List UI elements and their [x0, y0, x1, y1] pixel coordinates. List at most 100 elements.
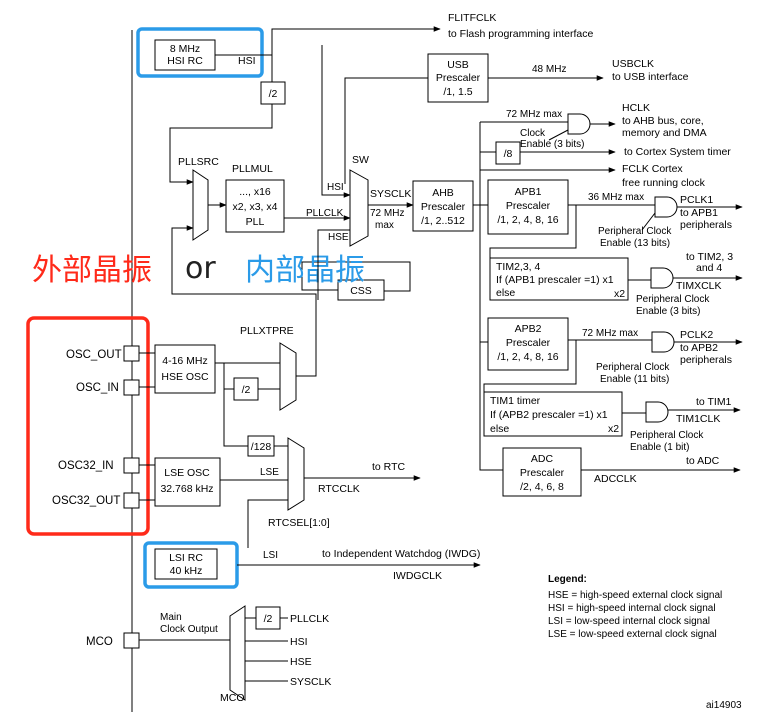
mco-mux: [229, 605, 246, 701]
pclk2-desc1: to APB2: [680, 342, 718, 354]
iwdg-to-label: to Independent Watchdog (IWDG): [322, 548, 480, 560]
tim234-x2: x2: [614, 288, 625, 300]
cortex-timer-label: to Cortex System timer: [624, 146, 731, 158]
tim234-box: [489, 257, 629, 301]
legend-lsi: LSI = low-speed internal clock signal: [548, 616, 710, 627]
adc-out-a: to ADC: [686, 455, 720, 467]
pclk1-desc1: to APB1: [680, 207, 718, 219]
flitfclk-desc: to Flash programming interface: [448, 28, 593, 40]
apb1-prescaler-label: Prescaler: [506, 200, 551, 212]
hclk-gate: [567, 113, 591, 135]
tim1clk-gate: [645, 401, 669, 423]
tim1-line2: If (APB2 prescaler =1) x1: [490, 409, 608, 421]
osc-out-pin-label: OSC_OUT: [66, 349, 122, 361]
legend-hsi: HSI = high-speed internal clock signal: [548, 603, 716, 614]
sysclk-max1: 72 MHz: [370, 208, 404, 219]
pclk2-desc2: peripherals: [680, 354, 732, 366]
mco-pin-label: MCO: [86, 636, 113, 648]
apb1-prescaler-box: [487, 179, 569, 235]
apb1-ratio-label: /1, 2, 4, 8, 16: [497, 214, 558, 226]
osc32-in-pin: [123, 457, 140, 474]
pclk1-gate: [654, 196, 678, 218]
pclk2-title: PCLK2: [680, 329, 713, 341]
mco-hsi-label: HSI: [290, 636, 308, 648]
mco-sysclk-label: SYSCLK: [290, 676, 331, 688]
ahb-prescaler-box: [412, 180, 474, 232]
usbclk-title: USBCLK: [612, 58, 654, 70]
tim234-gate-label2: Enable (3 bits): [636, 306, 700, 317]
timxclk-title: TIMXCLK: [676, 280, 722, 292]
tim234-gate-label1: Peripheral Clock: [636, 294, 710, 305]
hclk-enable-label: Enable (3 bits): [520, 139, 584, 150]
rtc-to-label: to RTC: [372, 461, 405, 473]
usb-prescaler-label: Prescaler: [436, 72, 481, 84]
internal-crystal-annotation: 内部晶振: [245, 253, 365, 288]
sysclk-label: SYSCLK: [370, 188, 411, 200]
osc32-out-pin: [123, 492, 140, 509]
tim1-line1: TIM1 timer: [490, 395, 541, 407]
lse-freq-label: 32.768 kHz: [160, 483, 213, 495]
apb2-label: APB2: [515, 323, 542, 335]
hclk-title: HCLK: [622, 102, 650, 114]
sw-in-hse: HSE: [328, 232, 349, 243]
sw-mux: [349, 169, 369, 247]
adc-prescaler-box: [502, 447, 582, 497]
usb-label: USB: [447, 59, 469, 71]
figure-ref-id: ai14903: [706, 700, 742, 711]
rtcclk-title: RTCCLK: [318, 483, 360, 495]
rtcsel-label: RTCSEL[1:0]: [268, 517, 330, 529]
usb-ratio-label: /1, 1.5: [443, 86, 472, 98]
tim1-x2: x2: [608, 423, 619, 435]
ahb-label: AHB: [432, 187, 454, 199]
tim234-out-b: and 4: [696, 262, 722, 274]
fclk-line2: free running clock: [622, 177, 706, 189]
mco-pllclk-label: PLLCLK: [290, 613, 329, 625]
apb1-max-label: 36 MHz max: [588, 192, 644, 203]
adc-prescaler-label: Prescaler: [520, 467, 565, 479]
rtc-div128-label: /128: [251, 441, 272, 453]
hsi-rc-block: 8 MHz HSI RC: [154, 39, 216, 71]
cortex-div8-label: /8: [504, 148, 513, 160]
hsi-rc-label: HSI RC: [167, 55, 203, 67]
hclk-desc1: to AHB bus, core,: [622, 115, 704, 127]
cortex-div8-box: [495, 141, 521, 165]
tim234-line1: TIM2,3, 4: [496, 261, 541, 273]
pllmul-title: PLLMUL: [232, 163, 273, 175]
lse-osc-box: [154, 457, 221, 507]
apb2-max-label: 72 MHz max: [582, 328, 638, 339]
lsi-label: LSI RC: [169, 552, 203, 564]
hsi-div2-box: [260, 81, 286, 105]
osc-out-pin: [123, 345, 140, 362]
mco-pin: [123, 632, 140, 649]
mco-hse-label: HSE: [290, 656, 312, 668]
rtcsel-mux: [287, 437, 305, 511]
hsi-freq-label: 8 MHz: [170, 43, 200, 55]
mco-clock-output-label: Clock Output: [160, 624, 218, 635]
mco-mux-label: MCO: [220, 692, 245, 704]
pllsrc-mux: [192, 169, 209, 241]
legend-lse: LSE = low-speed external clock signal: [548, 629, 717, 640]
tim234-line3: else: [496, 287, 515, 299]
legend-hse: HSE = high-speed external clock signal: [548, 590, 722, 601]
tim1-line3: else: [490, 423, 509, 435]
legend: Legend: HSE = high-speed external clock …: [548, 574, 722, 640]
pllmul-line2: x2, x3, x4: [233, 201, 278, 213]
pllxtpre-label: PLLXTPRE: [240, 325, 294, 337]
apb2-gate-label2: Enable (11 bits): [600, 374, 669, 385]
hsi-highlight-box: [136, 27, 264, 78]
legend-title: Legend:: [548, 574, 587, 585]
apb2-prescaler-box: [487, 317, 569, 371]
tim234-line2: If (APB1 prescaler =1) x1: [496, 274, 614, 286]
osc-in-pin: [123, 379, 140, 396]
mco-div2-label: /2: [264, 613, 273, 625]
hsi-div2-label: /2: [269, 88, 278, 100]
ahb-prescaler-label: Prescaler: [421, 201, 466, 213]
lsi-rc-box: [154, 548, 218, 580]
apb2-ratio-label: /1, 2, 4, 8, 16: [497, 351, 558, 363]
adc-ratio-label: /2, 4, 6, 8: [520, 481, 564, 493]
pclk1-desc2: peripherals: [680, 219, 732, 231]
osc32-in-pin-label: OSC32_IN: [58, 460, 114, 472]
osc32-out-pin-label: OSC32_OUT: [52, 495, 120, 507]
pll-box: [225, 179, 285, 233]
